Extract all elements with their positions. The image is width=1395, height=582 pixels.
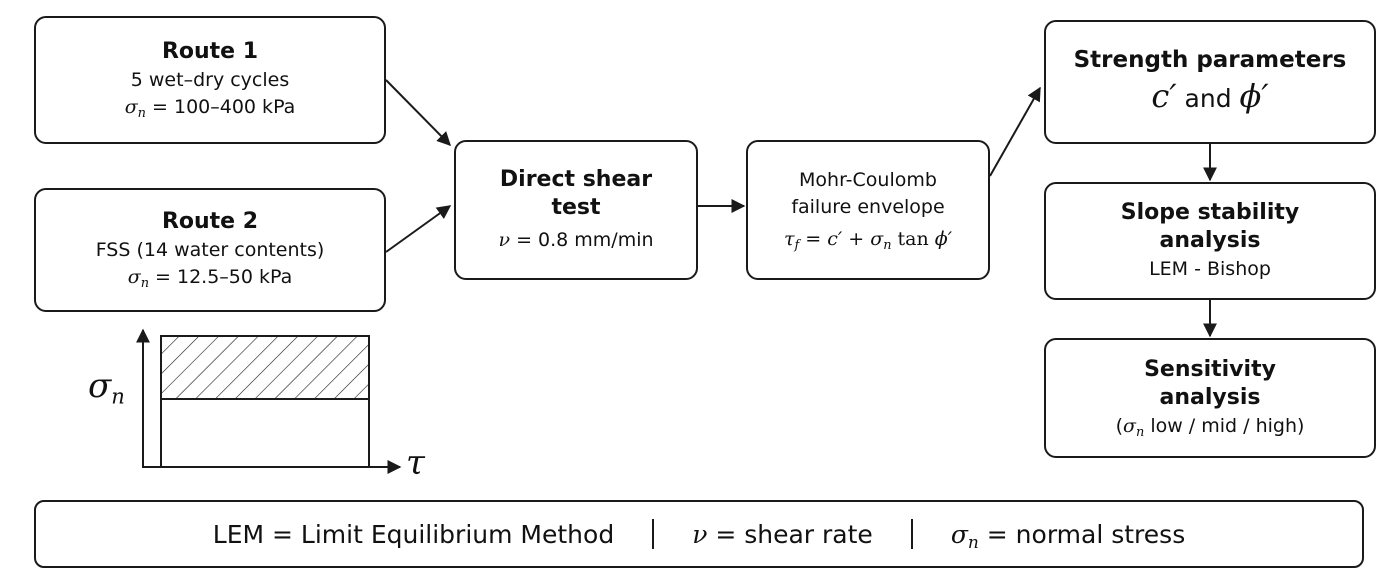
inset-x-label: τ — [406, 443, 425, 483]
legend-lem: LEM = Limit Equilibrium Method — [212, 519, 615, 549]
sensitivity-title-1: Sensitivity — [1144, 356, 1276, 382]
route-1-box: Route 1 5 wet–dry cycles σn = 100–400 kP… — [34, 16, 386, 144]
failure-envelope-equation: τf = c′ + σn tan ϕ′ — [783, 227, 953, 253]
inset-hatched-region — [160, 335, 370, 400]
legend-normal-stress: σn = normal stress — [950, 519, 1186, 553]
arrow-route1-to-shear — [385, 79, 451, 146]
legend-bar: LEM = Limit Equilibrium Method ν = shear… — [34, 500, 1364, 568]
slope-stability-title-1: Slope stability — [1120, 199, 1300, 225]
route-2-fss: FSS (14 water contents) — [95, 238, 325, 261]
direct-shear-title-2: test — [551, 195, 601, 221]
inset-lower-region — [160, 398, 370, 468]
sensitivity-analysis-box: Sensitivity analysis (σn low / mid / hig… — [1044, 338, 1376, 458]
route-2-title: Route 2 — [161, 209, 259, 235]
strength-parameters-symbols: c′ and ϕ′ — [1151, 77, 1269, 116]
direct-shear-test-box: Direct shear test ν = 0.8 mm/min — [454, 140, 698, 280]
mohr-coulomb-line-2: failure envelope — [791, 196, 945, 219]
sensitivity-title-2: analysis — [1159, 385, 1261, 411]
route-2-stress-range: σn = 12.5–50 kPa — [127, 266, 293, 292]
shear-rate: ν = 0.8 mm/min — [498, 228, 654, 251]
legend-separator-2 — [910, 519, 913, 549]
route-1-title: Route 1 — [161, 39, 259, 65]
strength-parameters-box: Strength parameters c′ and ϕ′ — [1044, 20, 1376, 144]
sensitivity-levels: (σn low / mid / high) — [1115, 414, 1305, 440]
route-2-box: Route 2 FSS (14 water contents) σn = 12.… — [34, 188, 386, 312]
legend-separator-1 — [652, 519, 655, 549]
inset-stress-plot — [136, 328, 402, 474]
legend-shear-rate: ν = shear rate — [692, 519, 873, 549]
arrow-route2-to-shear — [385, 205, 452, 253]
arrow-mohr-to-strength — [989, 86, 1041, 177]
strength-parameters-title: Strength parameters — [1073, 47, 1347, 74]
direct-shear-title-1: Direct shear — [499, 166, 653, 192]
mohr-coulomb-line-1: Mohr-Coulomb — [799, 168, 937, 191]
mohr-coulomb-box: Mohr-Coulomb failure envelope τf = c′ + … — [746, 140, 990, 280]
route-1-cycles: 5 wet–dry cycles — [130, 68, 290, 91]
slope-stability-title-2: analysis — [1159, 228, 1261, 254]
slope-stability-method: LEM - Bishop — [1149, 257, 1271, 280]
slope-stability-box: Slope stability analysis LEM - Bishop — [1044, 182, 1376, 300]
route-1-stress-range: σn = 100–400 kPa — [124, 96, 296, 122]
inset-y-label: σn — [88, 366, 125, 409]
